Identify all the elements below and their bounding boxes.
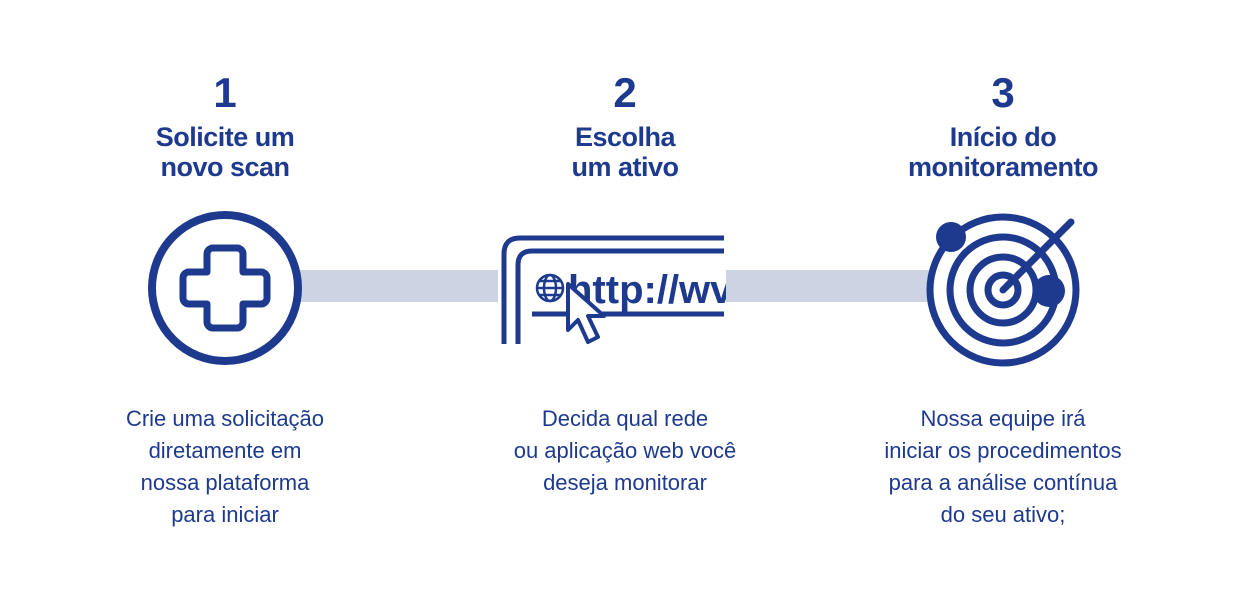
step-title-line: Escolha [574,122,676,152]
step-description-line: para iniciar [171,502,279,527]
step-description-line: Crie uma solicitação [125,406,325,431]
step-description-line: Nossa equipe irá [920,406,1086,431]
step-description-line: nossa plataforma [140,470,310,495]
step-description-line: do seu ativo; [940,502,1066,527]
step-number: 1 [213,69,237,116]
step-title-line: Início do [949,122,1057,152]
step-description-line: para a análise contínua [888,470,1118,495]
step-title-line: um ativo [571,152,679,182]
radar-target-icon [926,213,1080,367]
url-text: http://wv [568,268,726,312]
step-description-line: ou aplicação web você [513,438,737,463]
step-title: Escolha um ativo [435,122,815,182]
step-description: Decida qual rede ou aplicação web você d… [435,403,815,499]
plus-circle-icon [148,211,302,365]
step-description: Nossa equipe irá iniciar os procedimento… [813,403,1193,531]
step-number: 3 [991,69,1015,116]
step-title-line: Solicite um [155,122,295,152]
mouse-cursor-icon [566,282,606,344]
step-title-line: novo scan [160,152,290,182]
step-description-line: deseja monitorar [543,470,707,495]
step-description-line: iniciar os procedimentos [884,438,1122,463]
step-number: 2 [613,69,637,116]
step-description-line: Decida qual rede [541,406,709,431]
step-description-line: diretamente em [148,438,302,463]
step-title: Início do monitoramento [813,122,1193,182]
step-title: Solicite um novo scan [35,122,415,182]
step-description: Crie uma solicitação diretamente em noss… [35,403,415,531]
browser-url-cursor-icon: http://wv [498,232,726,356]
step-title-line: monitoramento [907,152,1099,182]
globe-icon [535,273,565,303]
